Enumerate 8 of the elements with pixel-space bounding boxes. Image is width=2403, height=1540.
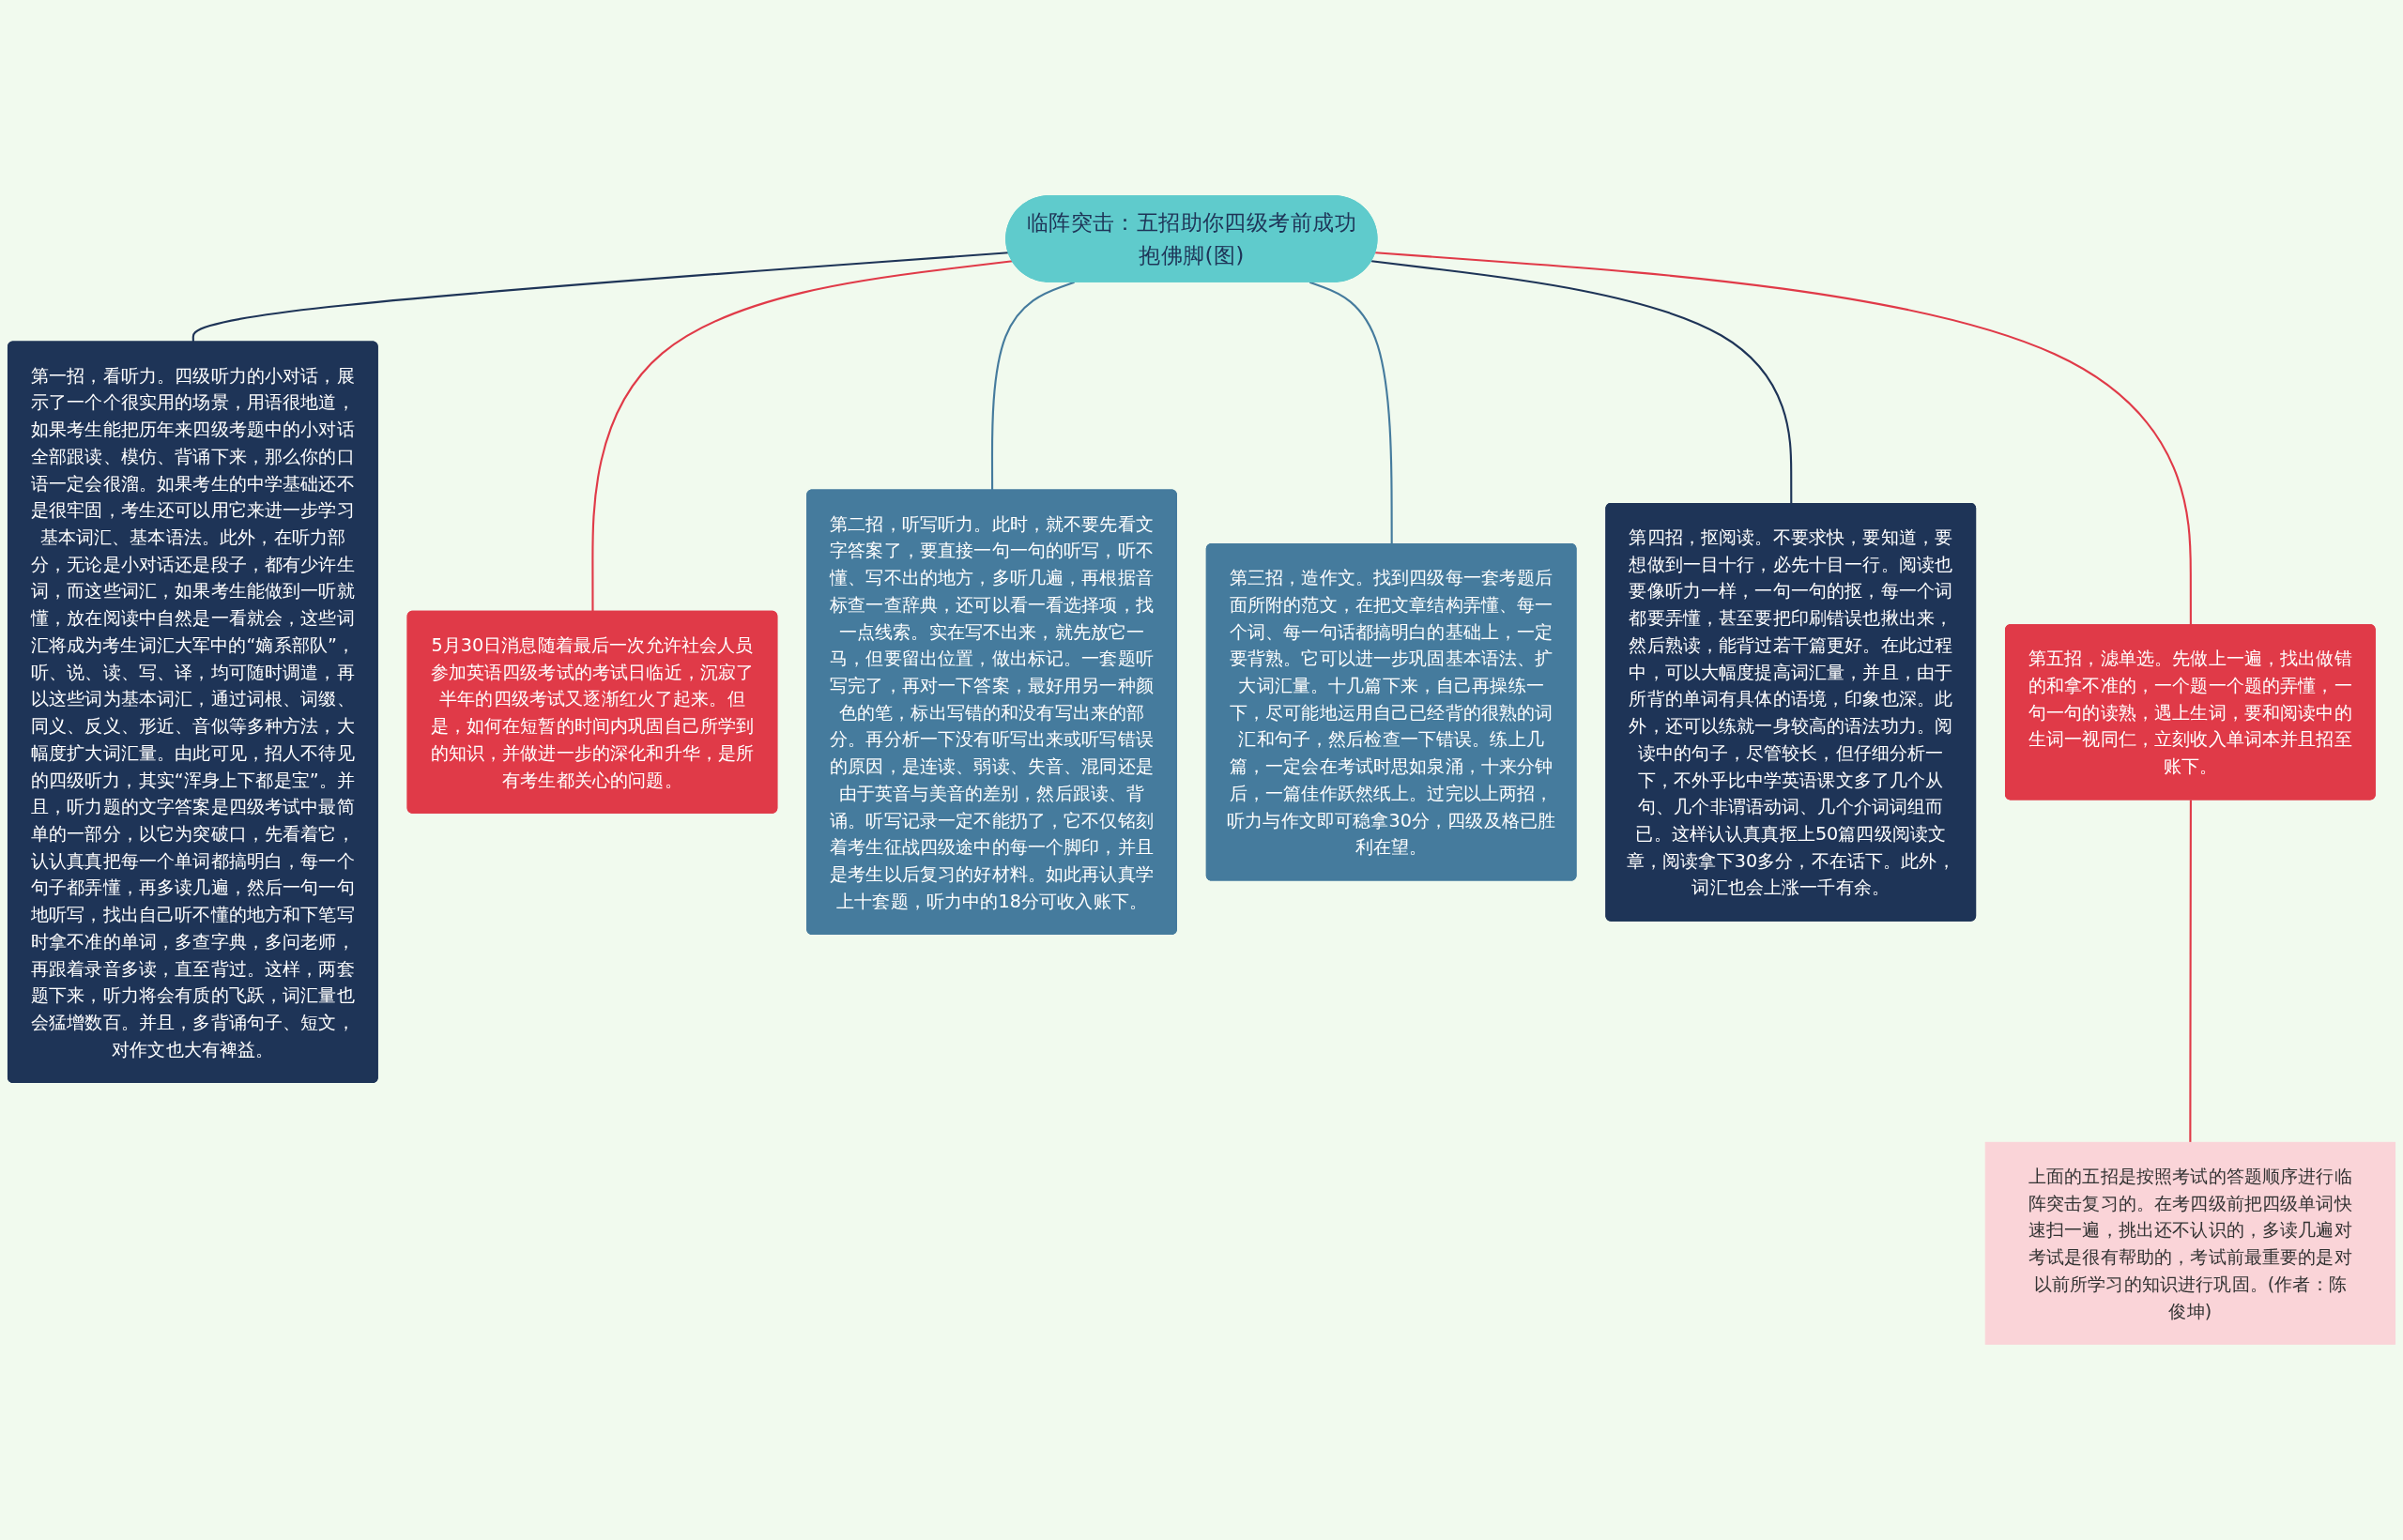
connector xyxy=(2189,800,2192,1143)
connector xyxy=(1309,281,1393,545)
node-box: 上面的五招是按照考试的答题顺序进行临阵突击复习的。在考四级前把四级单词快速扫一遍，挑出还不认识的，多读几遍对考试是很有帮助的，考试前最重要的是对以前所学习的知识进行巩固。(作者：陈俊坤) xyxy=(1984,1141,2395,1345)
connector xyxy=(1371,260,1793,504)
connector xyxy=(1375,252,2192,626)
connector xyxy=(990,281,1075,491)
connector xyxy=(191,252,1009,343)
connector xyxy=(591,260,1013,612)
